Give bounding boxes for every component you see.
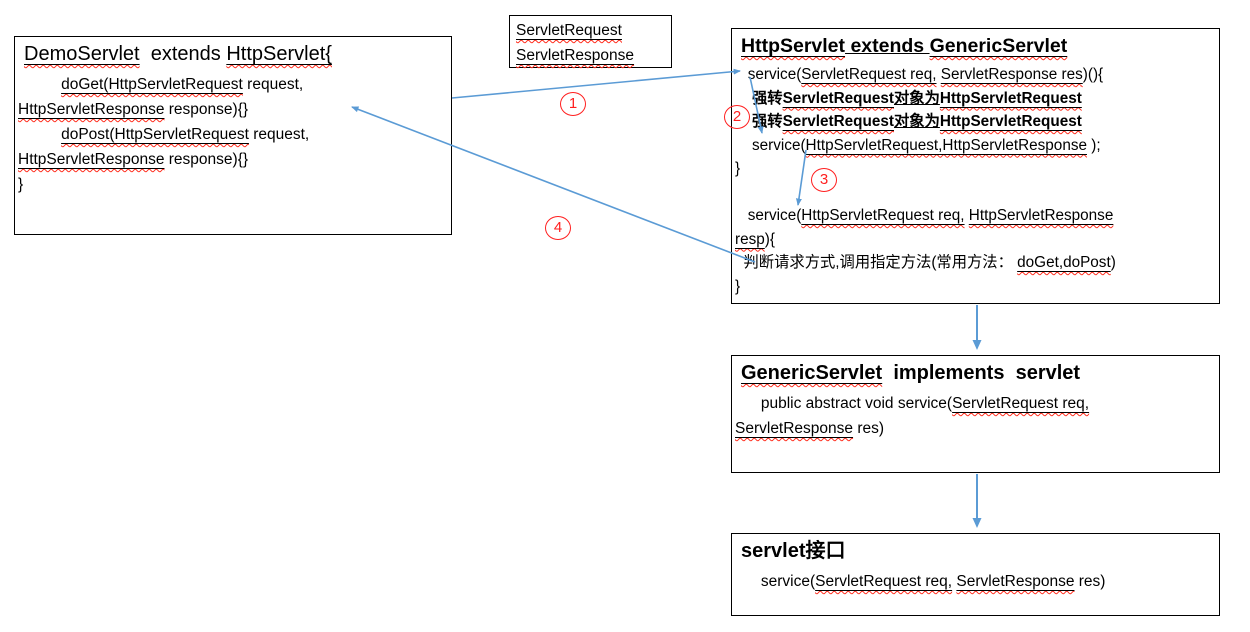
arrow-step1-demo-to-httpservlet-service xyxy=(451,68,741,99)
text-line: } xyxy=(18,176,24,193)
step-2-marker: 2 xyxy=(724,105,750,129)
httpservlet-class-box: HttpServlet extends GenericServlet servi… xyxy=(731,28,1220,304)
text-line: 强转ServletRequest对象为HttpServletRequest xyxy=(735,89,1082,107)
text-line: service(ServletRequest req, ServletRespo… xyxy=(735,573,1106,590)
text-line: 强转ServletRequest对象为HttpServletRequest xyxy=(735,113,1082,130)
text-line: ServletResponse res) xyxy=(735,420,885,437)
text-line: service(HttpServletRequest,HttpServletRe… xyxy=(735,136,1101,154)
genericservlet-class-box: GenericServlet implements servlet public… xyxy=(731,355,1220,473)
text-line: public abstract void service(ServletRequ… xyxy=(735,395,1090,412)
text-line: HttpServletResponse response){} xyxy=(18,151,249,168)
servlet-interface-box: servlet接口 service(ServletRequest req, Se… xyxy=(731,533,1220,616)
text-line: DemoServlet extends HttpServlet{ xyxy=(24,43,332,65)
text-line xyxy=(735,181,1214,205)
text-line: service(HttpServletRequest req, HttpServ… xyxy=(735,207,1114,224)
text-line: HttpServlet extends GenericServlet xyxy=(741,35,1068,57)
step-4-marker: 4 xyxy=(545,216,571,240)
text-line: ServletResponse xyxy=(516,47,635,64)
demoservlet-class-box: DemoServlet extends HttpServlet{ doGet(H… xyxy=(14,36,452,235)
text-line: servlet接口 xyxy=(741,540,846,562)
step-3-marker: 3 xyxy=(811,168,837,192)
text-line: } xyxy=(735,160,741,177)
text-line: ServletRequest xyxy=(516,22,622,39)
text-line: resp){ xyxy=(735,230,775,248)
step-1-marker: 1 xyxy=(560,92,586,116)
text-line: HttpServletResponse response){} xyxy=(18,101,249,118)
text-line: } xyxy=(735,277,741,295)
text-line: service(ServletRequest req, ServletRespo… xyxy=(735,66,1104,83)
text-line: 判断请求方式,调用指定方法(常用方法： doGet,doPost) xyxy=(735,254,1116,271)
text-line: doGet(HttpServletRequest request, xyxy=(61,76,304,93)
text-line: doPost(HttpServletRequest request, xyxy=(61,126,310,143)
text-line: GenericServlet implements servlet xyxy=(741,362,1081,384)
